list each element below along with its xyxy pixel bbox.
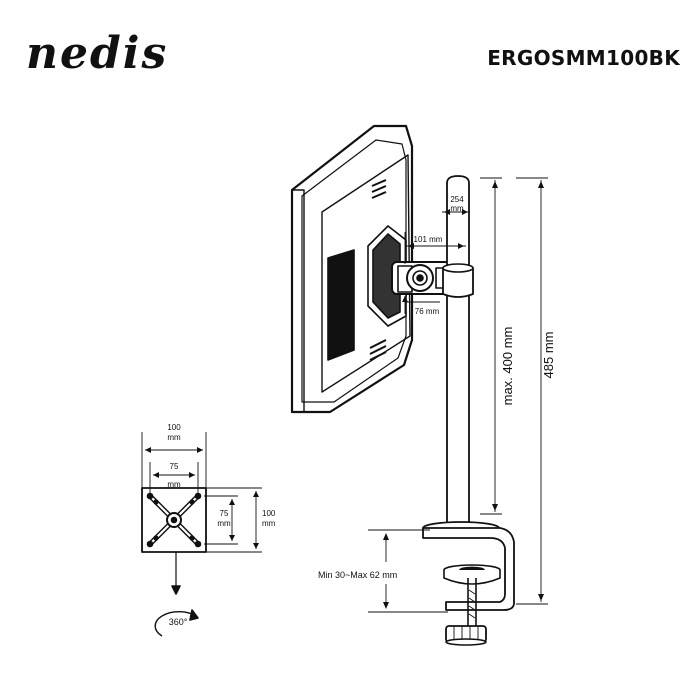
total-height-label: 485 mm bbox=[541, 332, 556, 379]
monitor-illustration bbox=[290, 124, 414, 414]
desk-clamp bbox=[422, 521, 515, 646]
vesa-outer-height-unit: mm bbox=[262, 519, 276, 528]
mount-pole bbox=[442, 175, 474, 531]
rotation-label: 360° bbox=[169, 617, 188, 627]
vesa-outer-height-value: 100 bbox=[262, 509, 276, 518]
vesa-plate bbox=[141, 487, 207, 553]
pole-height-label: max. 400 mm bbox=[500, 327, 515, 406]
arm-depth-value: 254 bbox=[450, 195, 464, 204]
mount-arm bbox=[391, 261, 451, 295]
arm-drop-label: 76 mm bbox=[415, 307, 440, 316]
rotation-indicator bbox=[154, 552, 199, 637]
dimension-arrowheads bbox=[145, 181, 544, 609]
dimension-labels: 100 mm 75 mm 75 mm 100 mm 360° 254 mm 10… bbox=[167, 195, 556, 627]
arm-reach-label: 101 mm bbox=[414, 235, 443, 244]
vesa-inner-width-unit: mm bbox=[167, 480, 181, 489]
nedis-logo: nedis bbox=[26, 32, 168, 78]
arm-depth-unit: mm bbox=[450, 204, 464, 213]
dimension-lines bbox=[141, 177, 548, 613]
vesa-outer-width-value: 100 bbox=[167, 423, 181, 432]
model-number: ERGOSMM100BK bbox=[487, 46, 680, 70]
vesa-inner-height-value: 75 bbox=[220, 509, 229, 518]
vesa-inner-height-unit: mm bbox=[217, 519, 231, 528]
logo-text: nedis bbox=[26, 32, 168, 78]
vesa-inner-width-value: 75 bbox=[170, 462, 179, 471]
vesa-outer-width-unit: mm bbox=[167, 433, 181, 442]
clamp-range-label: Min 30~Max 62 mm bbox=[318, 570, 397, 580]
